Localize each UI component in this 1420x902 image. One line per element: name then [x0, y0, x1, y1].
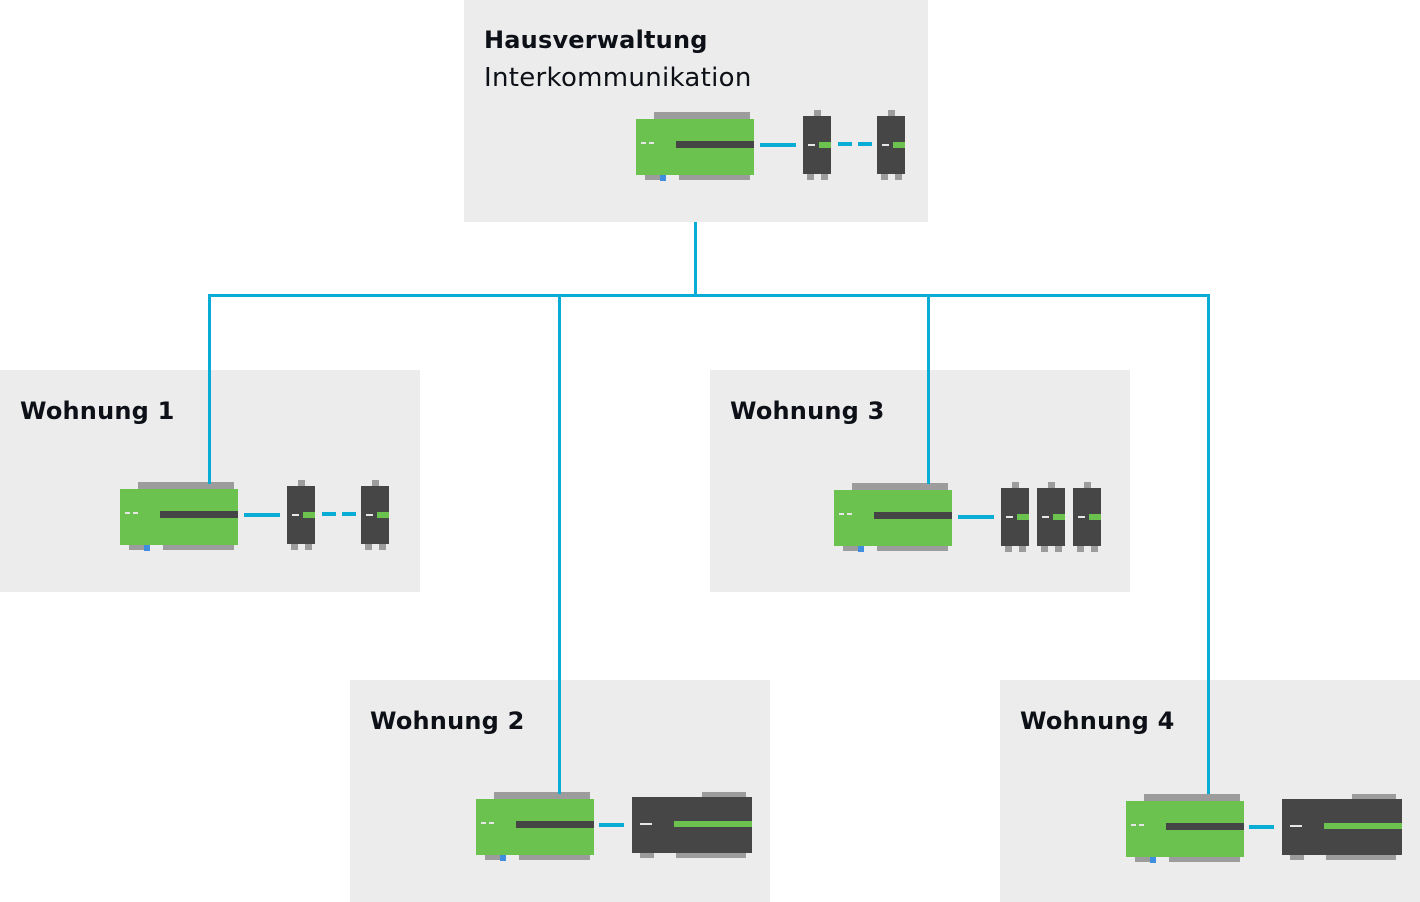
slave-device	[1037, 482, 1067, 554]
device-link	[244, 513, 280, 517]
port-icon	[660, 175, 666, 181]
management-panel: Hausverwaltung Interkommunikation	[464, 0, 928, 222]
slave-device-wide	[1282, 794, 1404, 860]
management-subtitle: Interkommunikation	[484, 63, 752, 93]
slave-device	[1001, 482, 1031, 554]
port-icon	[858, 546, 864, 552]
drop-line-wohnung-2	[558, 294, 561, 794]
bus-trunk-line	[694, 176, 697, 297]
apartment-panel-4: Wohnung 4	[1000, 680, 1420, 902]
master-device	[1126, 794, 1246, 864]
apartment-title: Wohnung 1	[20, 397, 175, 425]
device-link-dashed	[322, 512, 336, 516]
master-device	[834, 483, 954, 553]
slave-device-wide	[632, 792, 754, 858]
device-link-dashed	[342, 512, 356, 516]
device-link	[760, 143, 796, 147]
master-device	[636, 112, 756, 182]
drop-line-wohnung-3	[927, 294, 930, 484]
slave-device	[287, 480, 317, 552]
drop-line-wohnung-1	[208, 294, 211, 484]
master-device	[476, 792, 596, 862]
apartment-title: Wohnung 3	[730, 397, 885, 425]
apartment-title: Wohnung 4	[1020, 707, 1175, 735]
device-link-dashed	[838, 142, 852, 146]
slave-device	[877, 110, 907, 182]
slave-device	[803, 110, 833, 182]
device-link	[958, 515, 994, 519]
apartment-panel-3: Wohnung 3	[710, 370, 1130, 592]
device-link-dashed	[858, 142, 872, 146]
device-link	[599, 823, 624, 827]
apartment-title: Wohnung 2	[370, 707, 525, 735]
slave-device	[361, 480, 391, 552]
management-title: Hausverwaltung	[484, 26, 708, 54]
master-device	[120, 482, 240, 552]
port-icon	[500, 855, 506, 861]
slave-device	[1073, 482, 1103, 554]
bus-horizontal-line	[208, 294, 1210, 297]
device-link	[1249, 825, 1274, 829]
port-icon	[1150, 857, 1156, 863]
drop-line-wohnung-4	[1207, 294, 1210, 794]
port-icon	[144, 545, 150, 551]
